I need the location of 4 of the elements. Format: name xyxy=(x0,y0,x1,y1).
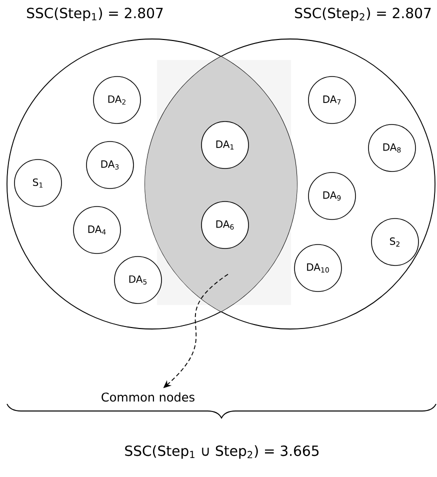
node-label: SSC(Step$_{2}$) = 2.807 xyxy=(295,7,431,22)
callout-text: Common nodes xyxy=(102,392,194,402)
total-score-label: SSC(Step$_{1}$ ∪ Step$_{2}$) = 3.665 xyxy=(125,445,319,459)
node-label: SSC(Step$_{1}$) = 2.807 xyxy=(27,7,163,22)
